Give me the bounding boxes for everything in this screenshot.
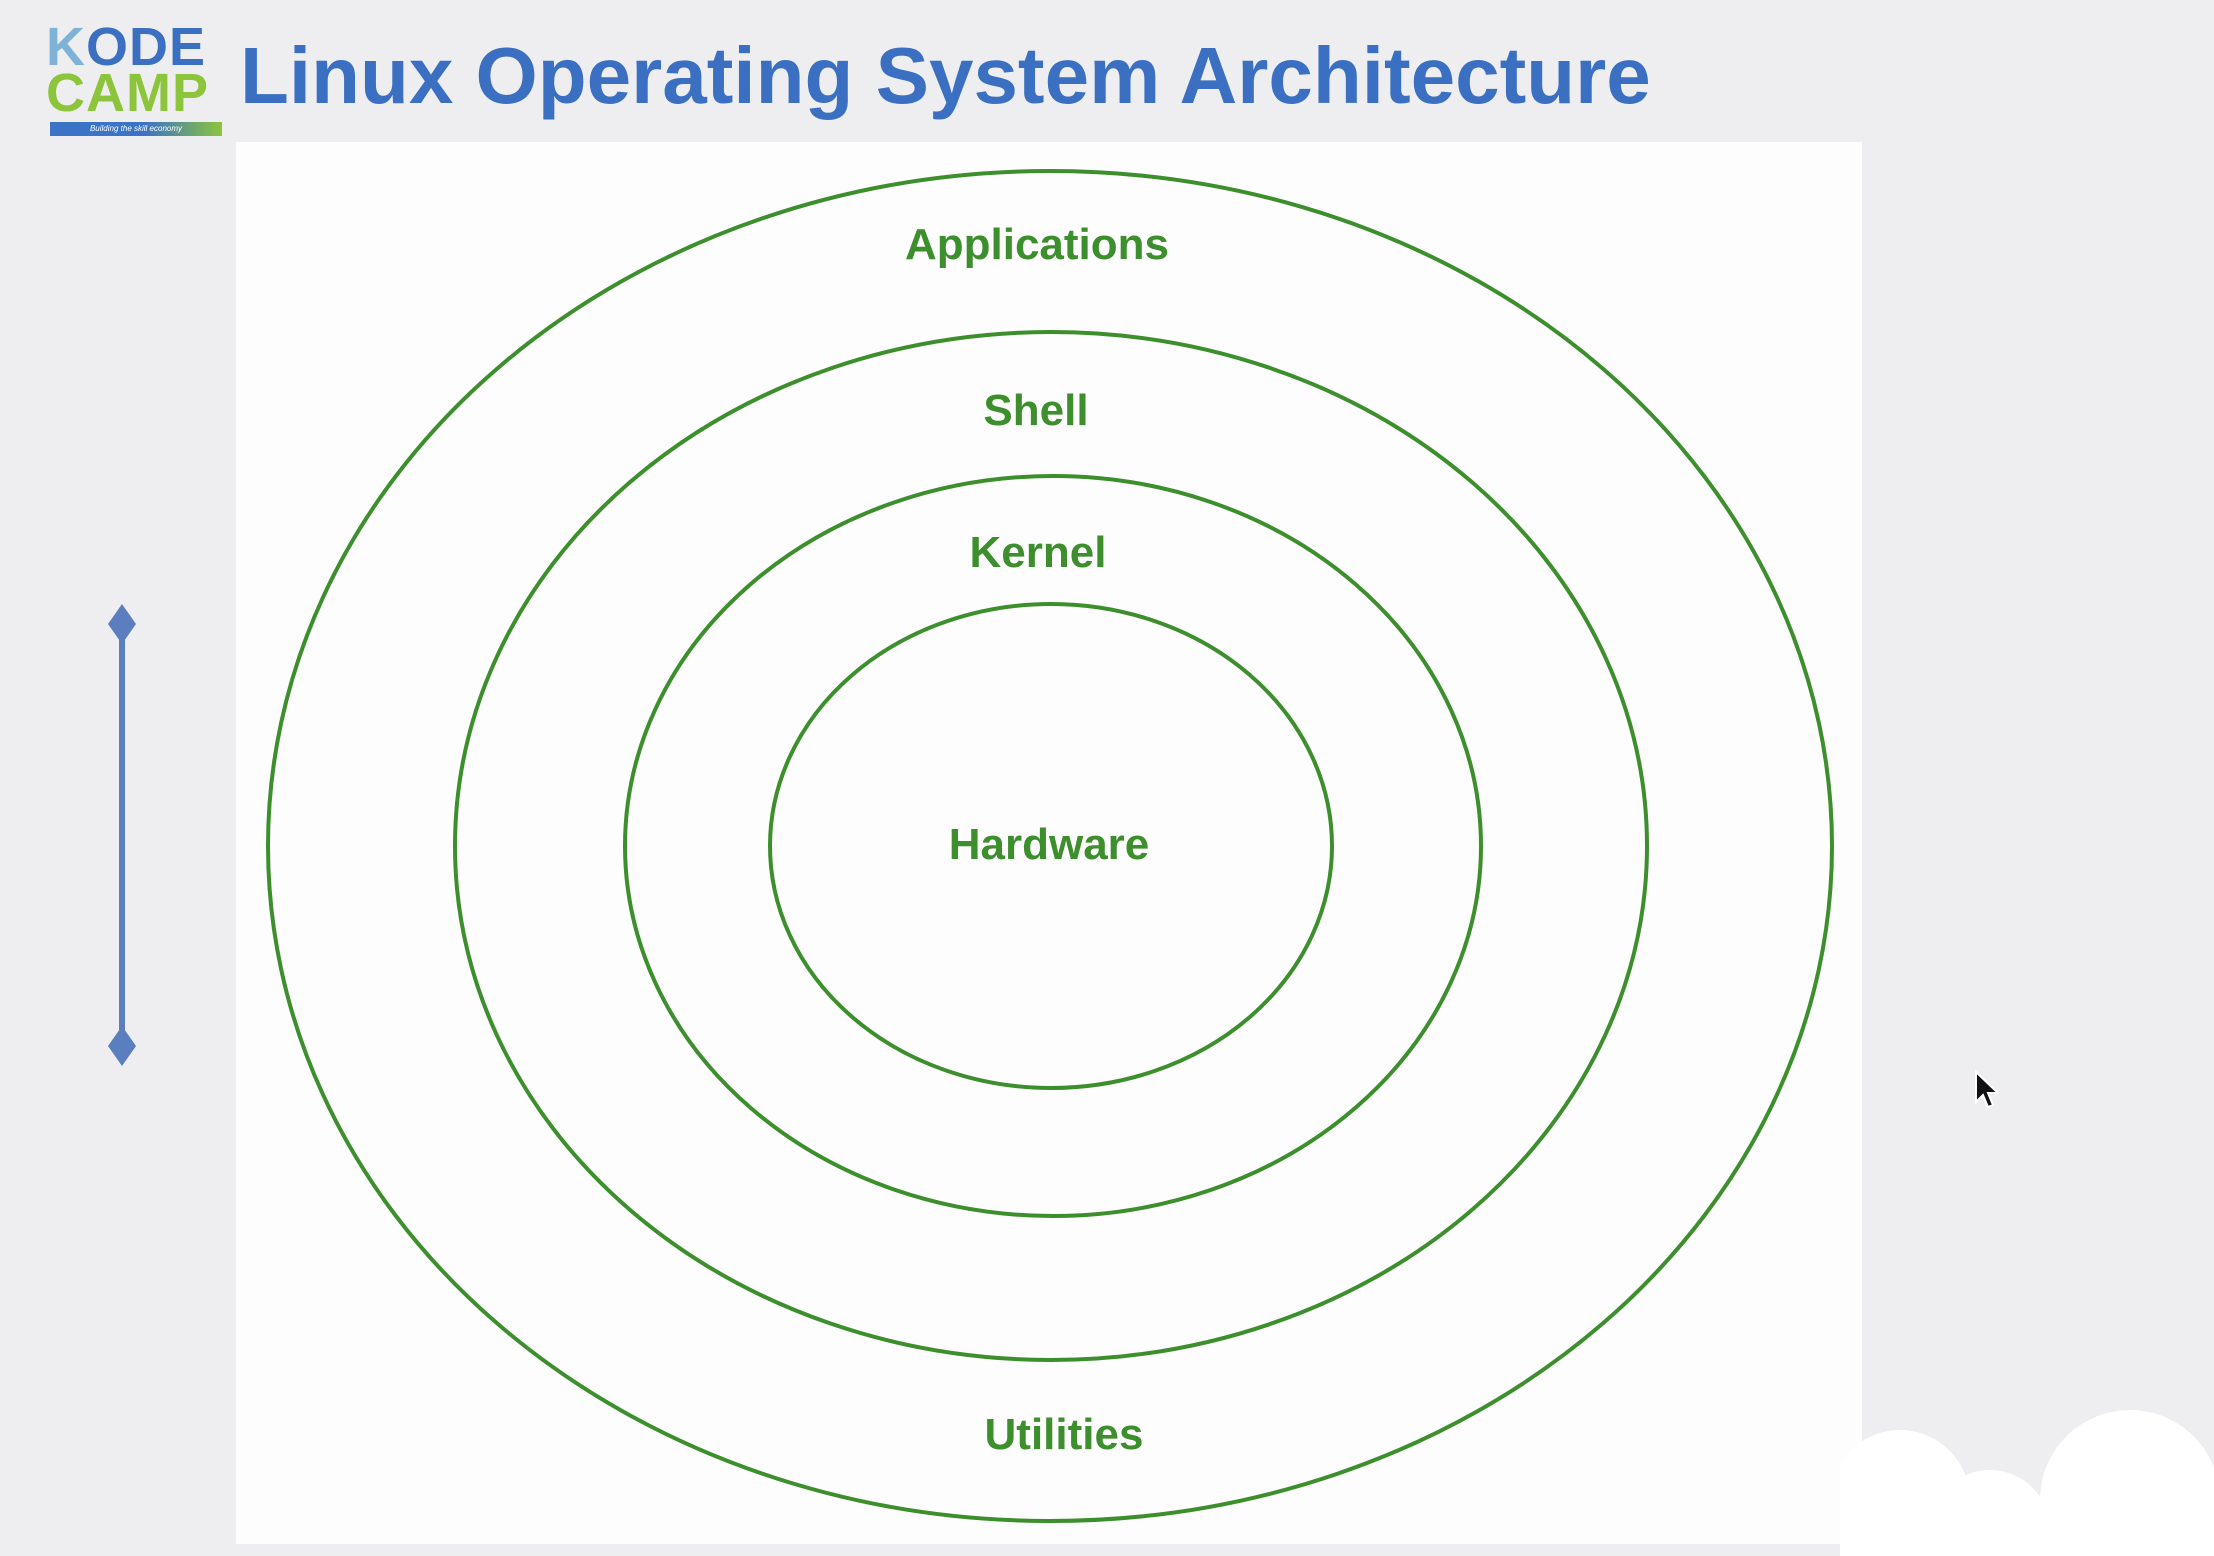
ring-kernel <box>623 474 1483 1218</box>
double-headed-arrow-icon <box>108 604 136 1066</box>
logo-letters-ode: ODE <box>86 17 207 77</box>
logo-letter-k: K <box>46 17 86 77</box>
label-applications: Applications <box>905 220 1169 269</box>
mouse-pointer-icon <box>1975 1070 2000 1109</box>
label-shell: Shell <box>983 386 1088 435</box>
ring-shell <box>453 330 1649 1362</box>
cloud-decoration-icon <box>1840 1410 2214 1556</box>
logo-tagline: Building the skill economy <box>50 122 222 136</box>
logo-line-2: CAMP <box>46 63 209 123</box>
ring-hardware <box>768 602 1334 1090</box>
label-hardware: Hardware <box>949 820 1150 869</box>
logo-line-1: KODE <box>46 20 206 74</box>
label-kernel: Kernel <box>970 528 1107 577</box>
kodecamp-logo: KODE CAMP Building the skill economy <box>46 20 222 140</box>
architecture-diagram: Applications Shell Kernel Hardware Utili… <box>266 169 1834 1523</box>
slide-title: Linux Operating System Architecture <box>240 31 1651 120</box>
ring-applications <box>266 169 1834 1523</box>
diagram-panel: Applications Shell Kernel Hardware Utili… <box>236 142 1862 1544</box>
label-utilities: Utilities <box>985 1410 1144 1459</box>
